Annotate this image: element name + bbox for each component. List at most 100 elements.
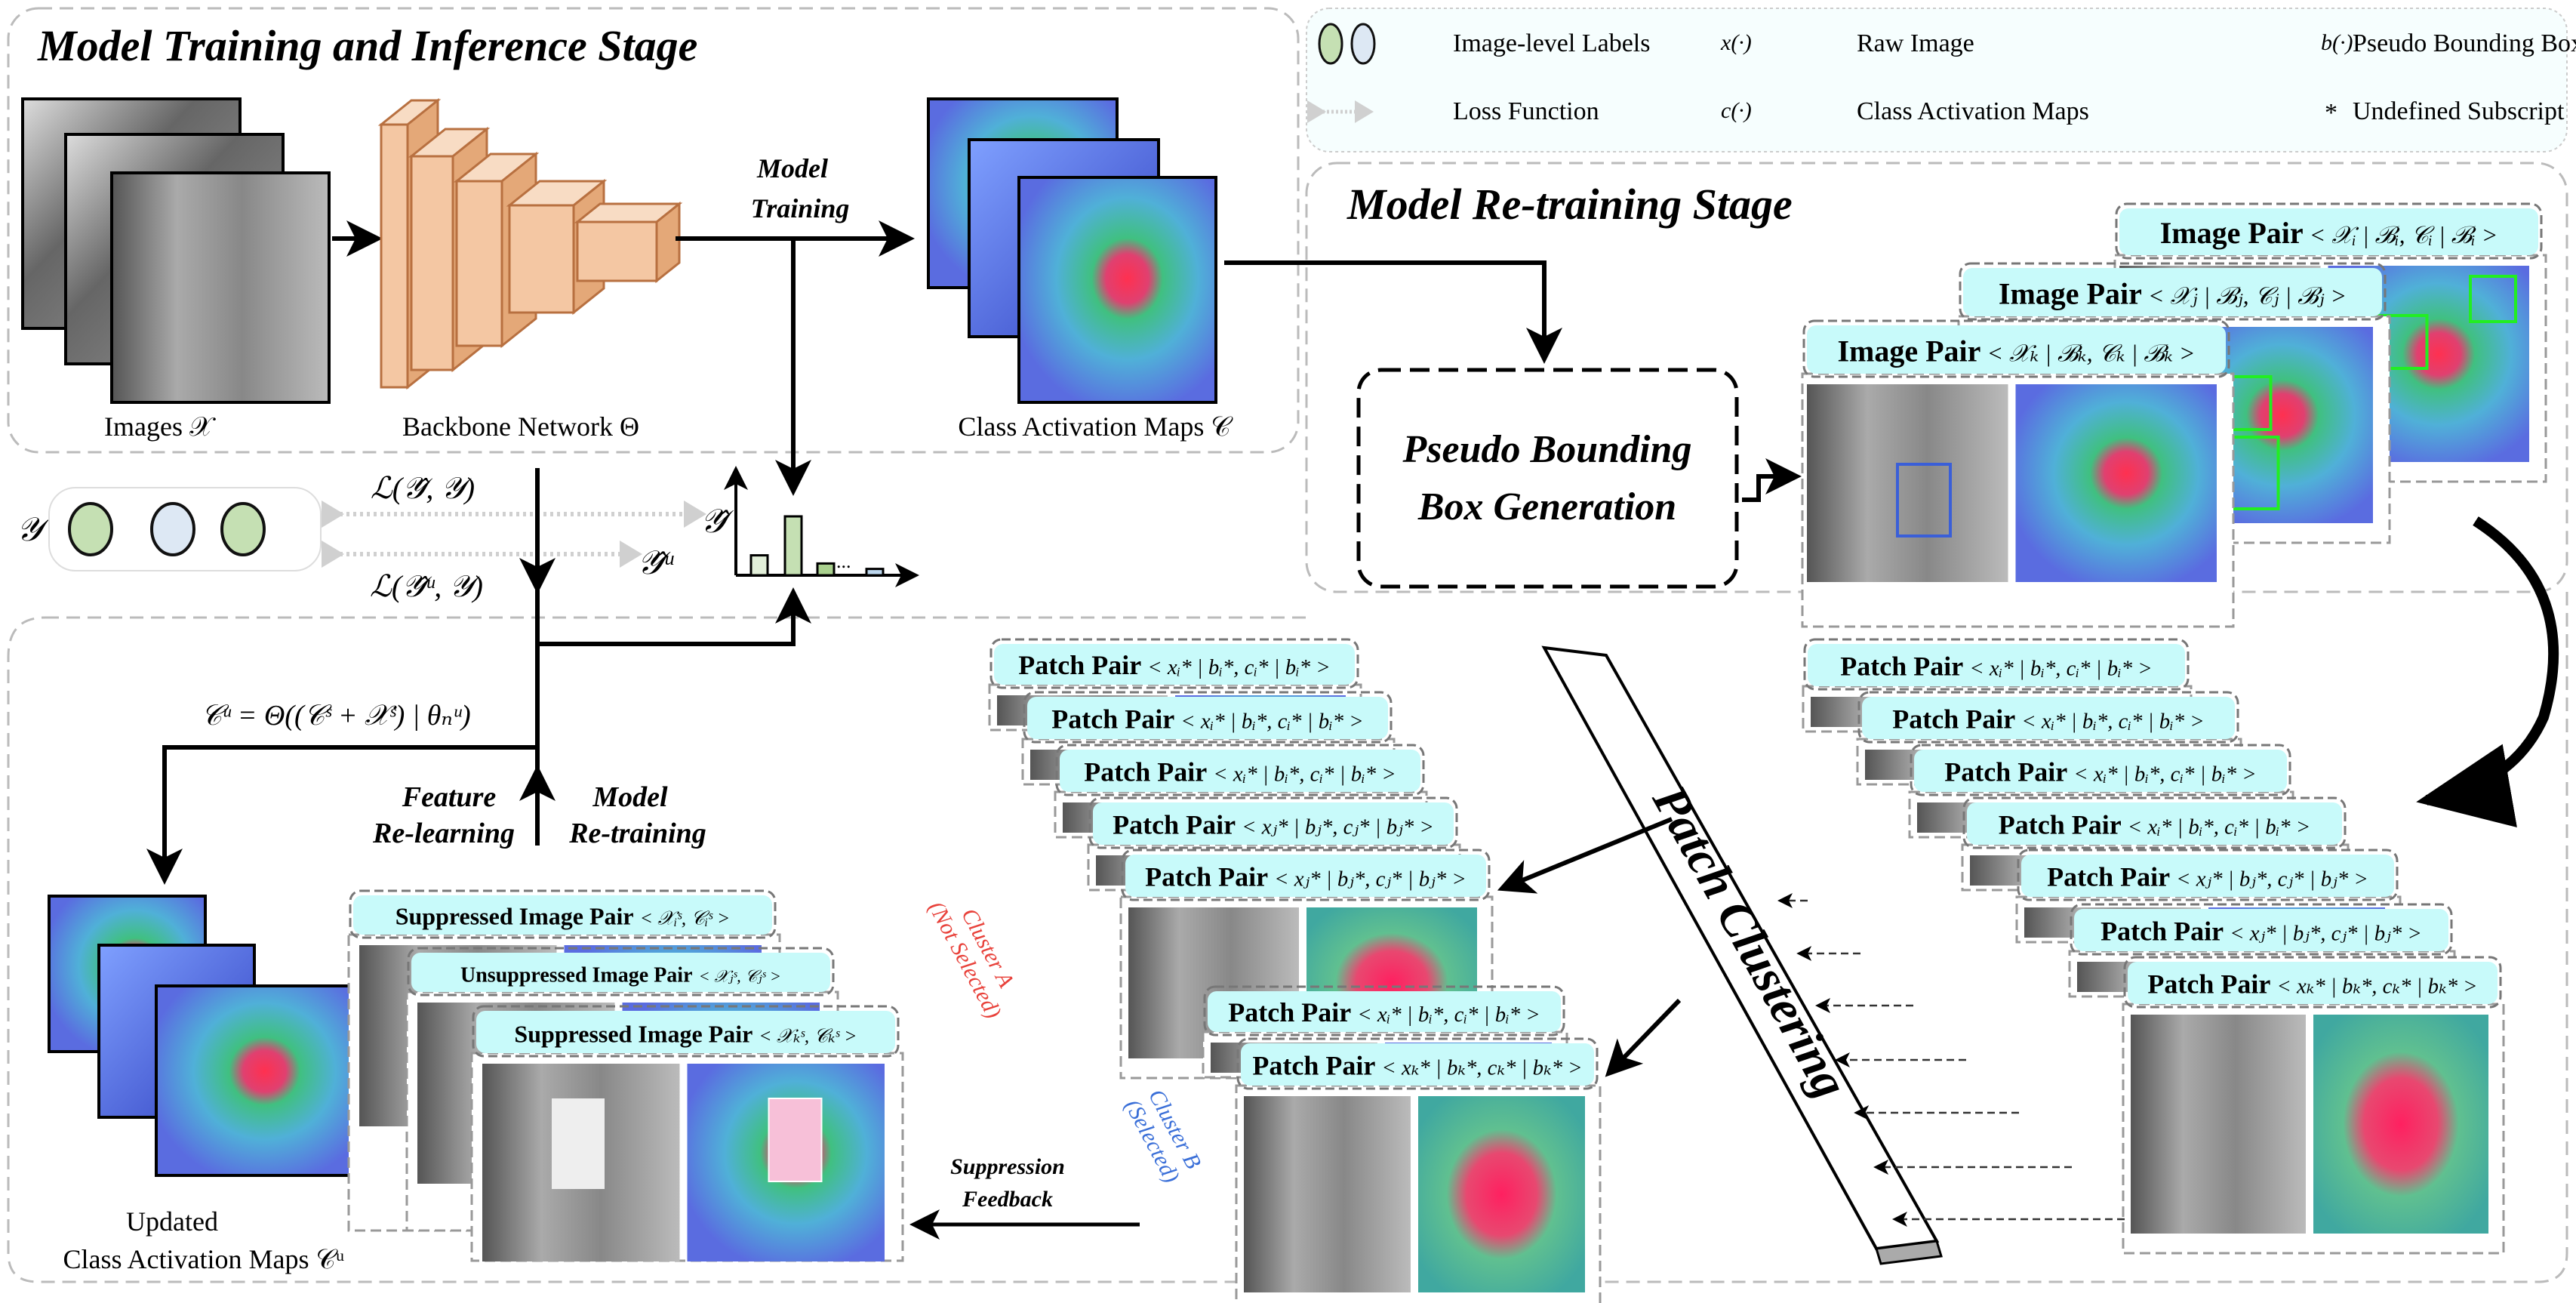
patch-pair-math: < xᵢ* | bᵢ*, cᵢ* | bᵢ* > [2128,815,2310,839]
patch-pair-text: Patch Pair< xᵢ* | bᵢ*, cᵢ* | bᵢ* > [1999,809,2310,839]
suppressed-pair-frame [472,1005,900,1058]
suppressed-pair-label [476,1011,895,1053]
cam-label: Class Activation Maps 𝒞 [958,411,1233,442]
image-pair-text: Image Pair< 𝒳ᵢ | ℬᵢ, 𝒞ᵢ | ℬᵢ > [2160,216,2498,250]
arrow-pseudo-to-pairs [1742,458,1802,502]
patch-pair-cam-patch [1418,1096,1585,1292]
patch-pair-frame [1803,638,2190,691]
patch-pair-math: < xᵢ* | bᵢ*, cᵢ* | bᵢ* > [1213,762,1396,786]
suppressed-pair-math: < 𝒳ᵢˢ, 𝒞ᵢˢ > [640,907,731,929]
patch-pair-title: Patch Pair [1944,756,2067,787]
patch-pair-label [1060,750,1420,792]
image-pair-math: < 𝒳ᵢ | ℬᵢ, 𝒞ᵢ | ℬᵢ > [2310,221,2498,248]
images-label: Images 𝒳 [104,411,216,442]
image-pair-label [2119,208,2538,255]
updated-prediction-symbol: 𝒴̂ᵘ [637,544,673,581]
label-negative-icon [150,502,195,556]
loss-label-2: ℒ(𝒴̂ᵘ, 𝒴) [370,569,483,603]
cam-update-formula: 𝒞ᵘ = Θ((𝒞ˢ + 𝒳ˢ) | θₙᵘ) [201,700,470,732]
legend-positive-label-icon [1318,23,1343,65]
suppressed-pair-label [411,953,830,992]
patch-pair-frame [2017,849,2399,901]
suppressed-region [552,1098,605,1189]
patch-pair-raw-patch [2131,1015,2306,1234]
patch-pair-label [1208,991,1561,1032]
patch-pair-label [1862,697,2235,739]
image-pair-frame [1959,262,2387,321]
legend: Image-level Labels Loss Function x(·) Ra… [1307,23,2576,127]
updated-cam-stack [48,895,355,1177]
patch-pair-text: Patch Pair< xᵢ* | bᵢ*, cᵢ* | bᵢ* > [1228,997,1540,1027]
patch-pair-title: Patch Pair [2147,969,2270,999]
backbone-layer [455,180,503,347]
patch-pair-frame [1910,744,2291,796]
patch-pair-math: < xₖ* | bₖ*, cₖ* | bₖ* > [2276,974,2477,998]
patch-pair-frame [2123,956,2502,1009]
legend-negative-label-icon [1350,23,1376,65]
suppressed-pair-math: < 𝒳ⱼˢ, 𝒞ⱼˢ > [699,966,781,985]
patch-pair-title: Patch Pair [2101,916,2224,946]
suppressed-pair-title: Suppressed Image Pair [395,902,634,929]
patch-pair-math: < xⱼ* | bⱼ*, cⱼ* | bⱼ* > [1274,867,1467,891]
patch-pair: Patch Pair< xₖ* | bₖ*, cₖ* | bₖ* > [1235,1037,1602,1303]
prediction-histogram: ... [724,466,919,587]
y-symbol: 𝒴 [17,511,51,548]
patch-pair-title: Patch Pair [1228,997,1351,1027]
patch-pair-frame [1203,985,1565,1037]
feature-relearning-1: Feature [402,781,497,813]
arrow-retrain-to-prediction [537,587,811,646]
patch-pair-title: Patch Pair [1018,650,1141,680]
patch-pair-cam-patch [2313,1015,2488,1234]
legend-loss-text: Loss Function [1453,97,1599,125]
patch-pair-frame [1236,1037,1599,1090]
patch-pair-title: Patch Pair [1252,1050,1375,1080]
legend-star-text: Undefined Subscript [2353,97,2565,125]
image-pair: Image Pair< 𝒳ₖ | ℬₖ, 𝒞ₖ | ℬₖ > [1801,319,2235,628]
patch-pair-title: Patch Pair [1145,861,1268,892]
patch-pair-label [994,644,1355,685]
histogram-bar [816,562,836,577]
updated-cam-image [155,984,355,1177]
label-positive-icon [68,502,113,556]
patch-pair-math: < xⱼ* | bⱼ*, cⱼ* | bⱼ* > [2176,867,2368,891]
model-retraining-2: Re-training [568,818,706,849]
model-retraining-1: Model [592,781,668,813]
pseudo-box-line1: Pseudo Bounding [1402,428,1692,471]
patch-pair-frame [989,638,1359,689]
image-pair-math: < 𝒳ₖ | ℬₖ, 𝒞ₖ | ℬₖ > [1987,339,2195,366]
feature-relearning-2: Re-learning [372,818,515,849]
suppressed-image-pair: Suppressed Image Pair< 𝒳ₖˢ, 𝒞ₖˢ > [470,1005,904,1262]
patch-pair-frame [1857,691,2239,744]
suppression-feedback-1: Suppression [950,1154,1065,1179]
backbone-layer [508,204,575,314]
image-pair-title: Image Pair [1999,276,2142,310]
suppressed-pair-title: Suppressed Image Pair [514,1020,752,1047]
arrow-to-cluster-a [1497,817,1673,894]
arrow-to-updated-cam [146,745,537,885]
image-pair-frame [1802,319,2230,378]
bottom-stage-panel [7,592,2568,1283]
histogram-bar [865,568,885,577]
patch-pair-label [1241,1043,1594,1086]
patch-pair-label [2021,855,2394,897]
histogram-bar [783,515,803,577]
updated-cam-label-2: Class Activation Maps 𝒞ᵘ [63,1244,344,1274]
arrow-pairs-to-patches [2416,516,2559,827]
patch-pair-label [1093,802,1454,845]
patch-pair-title: Patch Pair [2047,861,2170,892]
patch-pair-title: Patch Pair [1892,704,2015,734]
patch-pair-text: Patch Pair< xⱼ* | bⱼ*, cⱼ* | bⱼ* > [1145,861,1467,892]
legend-cam-symbol: c(·) [1721,98,1752,123]
patch-pair-label [2128,962,2498,1004]
label-positive-icon [220,502,266,556]
patch-pair-math: < xⱼ* | bⱼ*, cⱼ* | bⱼ* > [1242,815,1434,839]
input-images-stack [21,97,331,404]
patch-pair-label [1967,802,2342,845]
image-pair-title: Image Pair [2160,216,2304,250]
pseudo-box-line2: Box Generation [1417,485,1676,528]
patch-pair-label [1914,750,2287,792]
patch-pair-math: < xᵢ* | bᵢ*, cᵢ* | bᵢ* > [1357,1003,1540,1027]
image-pair-raw-patch [1807,384,2008,582]
backbone-layer [410,155,454,371]
legend-box-symbol: b(·) [2321,30,2353,55]
